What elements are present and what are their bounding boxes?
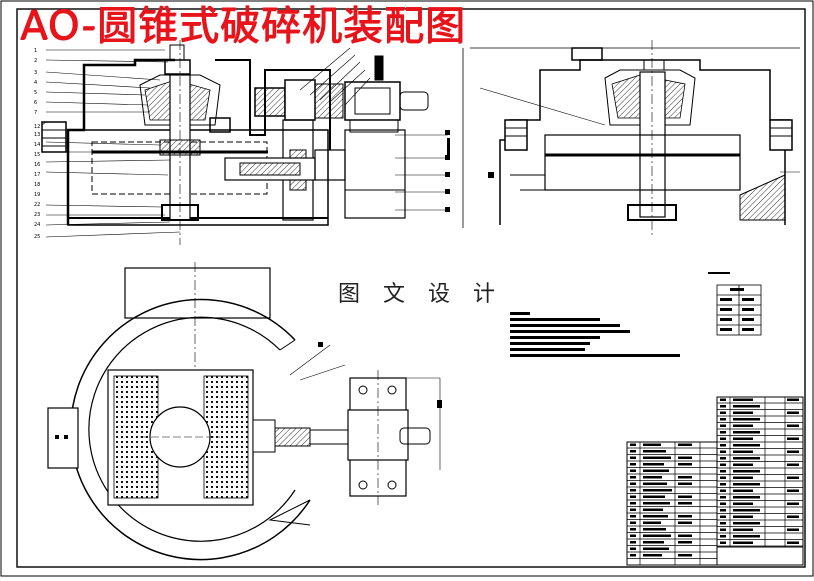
svg-text:13: 13 bbox=[34, 132, 40, 138]
svg-text:5: 5 bbox=[34, 90, 37, 96]
svg-text:24: 24 bbox=[34, 222, 40, 228]
svg-text:19: 19 bbox=[34, 192, 40, 198]
svg-text:15: 15 bbox=[34, 152, 40, 158]
svg-text:4: 4 bbox=[34, 80, 37, 86]
drawing-title: AO-圆锥式破碎机装配图 bbox=[20, 3, 466, 49]
parts-list-table bbox=[626, 396, 804, 566]
svg-text:7: 7 bbox=[34, 110, 37, 116]
svg-text:3: 3 bbox=[34, 70, 37, 76]
svg-text:6: 6 bbox=[34, 100, 37, 106]
svg-text:2: 2 bbox=[34, 58, 37, 64]
svg-text:16: 16 bbox=[34, 162, 40, 168]
svg-text:18: 18 bbox=[34, 182, 40, 188]
inner-frame bbox=[16, 8, 806, 568]
svg-text:14: 14 bbox=[34, 142, 40, 148]
svg-text:12: 12 bbox=[34, 124, 40, 130]
svg-text:22: 22 bbox=[34, 202, 40, 208]
plan-view bbox=[47, 262, 442, 561]
svg-text:17: 17 bbox=[34, 172, 40, 178]
parameter-table bbox=[716, 284, 762, 336]
svg-text:1: 1 bbox=[34, 48, 37, 54]
svg-text:25: 25 bbox=[34, 234, 40, 240]
svg-text:23: 23 bbox=[34, 212, 40, 218]
side-section-view bbox=[462, 40, 800, 235]
technical-requirements bbox=[510, 272, 730, 357]
design-watermark: 图 文 设 计 bbox=[338, 282, 503, 307]
